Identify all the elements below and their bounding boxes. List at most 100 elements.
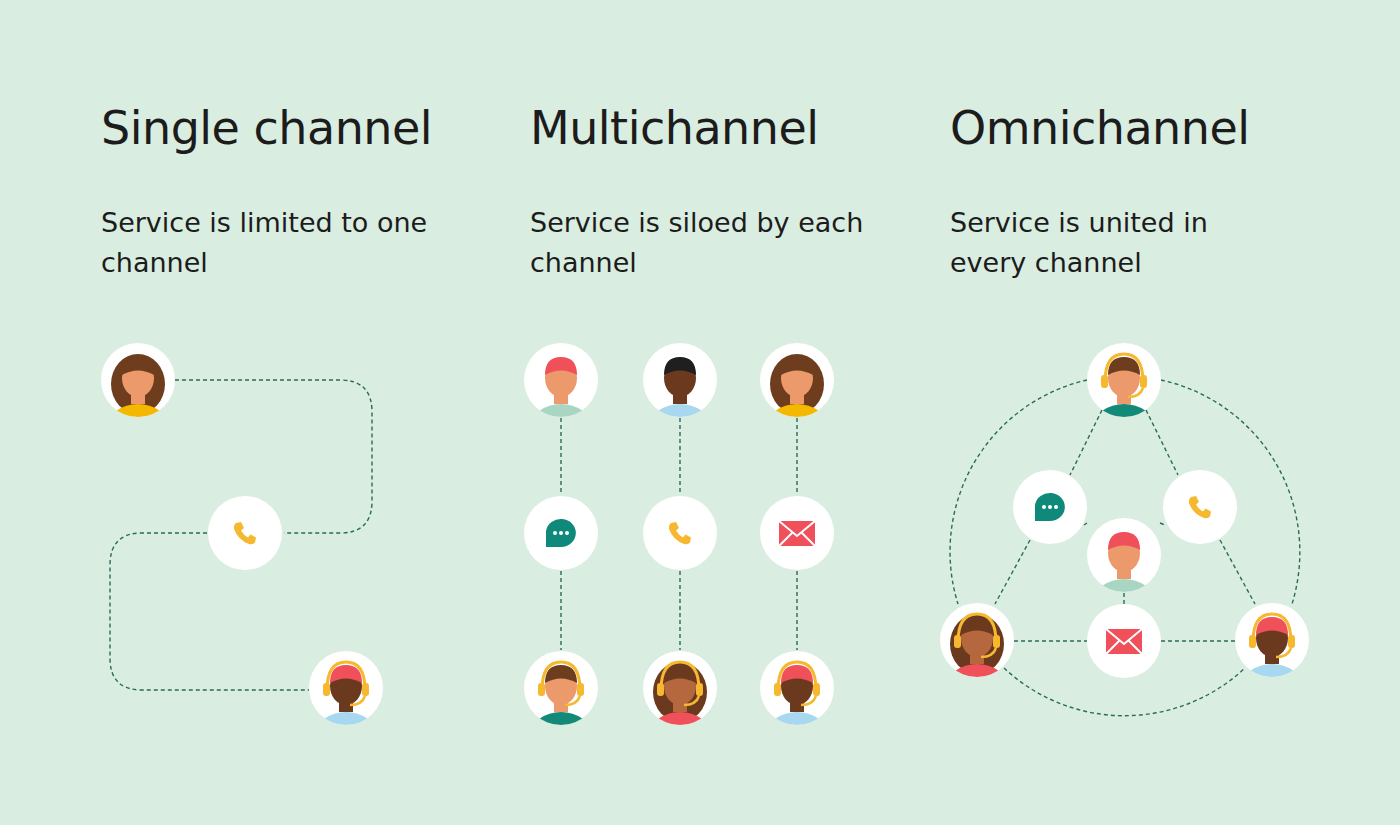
illustration-part — [1101, 375, 1108, 388]
illustration-part — [1035, 493, 1065, 521]
illustration-part — [650, 712, 710, 756]
agent-avatar — [1235, 603, 1309, 708]
illustration-part — [1054, 505, 1058, 509]
illustration-part — [1105, 354, 1143, 382]
column-description: Service is limited to one channel — [101, 203, 441, 283]
illustration-part — [1106, 629, 1142, 654]
illustration-part — [813, 683, 820, 696]
dashed-connector — [1070, 410, 1102, 475]
illustration-part — [650, 662, 710, 756]
dashed-connector — [560, 418, 561, 495]
icon-disc — [643, 496, 717, 570]
dashed-connector — [679, 418, 680, 495]
illustration-part — [696, 683, 703, 696]
agent-avatar — [1087, 343, 1161, 448]
illustration-part — [553, 531, 557, 535]
illustration-part — [362, 683, 369, 696]
dashed-connector — [1220, 540, 1255, 604]
column-description: Service is siloed by each channel — [530, 203, 870, 283]
phone-icon — [1189, 496, 1211, 518]
illustration-part — [1108, 532, 1140, 550]
agent-avatar — [524, 651, 598, 756]
illustration-part — [684, 696, 699, 705]
icon-disc — [1087, 604, 1161, 678]
column-description: Service is united in every channel — [950, 203, 1290, 283]
customer-avatar — [643, 343, 717, 448]
illustration-part — [350, 696, 365, 705]
illustration-part — [1242, 614, 1302, 708]
illustration-part — [993, 635, 1000, 648]
chat-icon — [1035, 493, 1065, 521]
illustration-part — [778, 662, 816, 690]
illustration-part — [531, 357, 591, 448]
email-icon — [779, 521, 815, 546]
illustration-part — [650, 404, 710, 448]
illustration-part — [664, 357, 696, 375]
illustration-part — [545, 357, 577, 375]
column-heading: Omnichannel — [950, 100, 1249, 156]
dashed-connector — [1160, 523, 1165, 525]
agent-avatar — [643, 651, 717, 756]
illustration-part — [531, 662, 591, 756]
illustration-part — [767, 404, 827, 448]
illustration-part — [1094, 404, 1154, 448]
illustration-part — [316, 662, 376, 756]
dashed-connector — [1084, 523, 1087, 525]
column-heading: Multichannel — [530, 100, 818, 156]
illustration-part — [323, 683, 330, 696]
dashed-connector — [796, 418, 797, 495]
dashed-connector — [995, 540, 1030, 604]
illustration-part — [559, 531, 563, 535]
illustration-part — [122, 357, 154, 375]
agent-avatar — [309, 651, 383, 756]
illustration-part — [767, 662, 827, 756]
chat-icon — [546, 519, 576, 547]
dashed-connector — [950, 380, 1087, 604]
customer-avatar — [760, 343, 834, 448]
agent-avatar — [940, 603, 1014, 708]
phone-icon — [669, 522, 691, 544]
dashed-connector — [796, 571, 797, 650]
illustration-part — [565, 696, 580, 705]
illustration-part — [108, 354, 168, 448]
illustration-part — [1048, 505, 1052, 509]
illustration-part — [542, 662, 580, 690]
icon-disc — [1163, 470, 1237, 544]
illustration-part — [316, 712, 376, 756]
dashed-connector — [1123, 593, 1124, 604]
illustration-part — [108, 404, 168, 448]
illustration-part — [767, 354, 827, 448]
illustration-part — [781, 357, 813, 375]
illustration-part — [1249, 635, 1256, 648]
agent-avatar — [760, 651, 834, 756]
illustration-part — [650, 357, 710, 448]
illustration-part — [327, 662, 365, 690]
customer-avatar — [101, 343, 175, 448]
illustration-part — [565, 531, 569, 535]
illustration-part — [774, 683, 781, 696]
dashed-connector — [1014, 640, 1087, 641]
phone-icon — [234, 522, 256, 544]
icon-disc — [208, 496, 282, 570]
dashed-connector — [110, 533, 309, 690]
icon-disc — [1013, 470, 1087, 544]
illustration-part — [981, 648, 996, 657]
dashed-connector — [1146, 410, 1178, 475]
icon-disc — [524, 496, 598, 570]
illustration-part — [1242, 664, 1302, 708]
illustration-part — [954, 635, 961, 648]
illustration-part — [1042, 505, 1046, 509]
dashed-connector — [560, 571, 561, 650]
illustration-part — [538, 683, 545, 696]
illustration-part — [1140, 375, 1147, 388]
illustration-part — [958, 614, 996, 642]
illustration-part — [947, 664, 1007, 708]
illustration-part — [1106, 629, 1142, 654]
dashed-connector — [679, 571, 680, 650]
illustration-part — [779, 521, 815, 546]
illustration-part — [531, 712, 591, 756]
illustration-part — [577, 683, 584, 696]
dashed-connector — [1161, 380, 1300, 604]
illustration-part — [801, 696, 816, 705]
icon-disc — [760, 496, 834, 570]
